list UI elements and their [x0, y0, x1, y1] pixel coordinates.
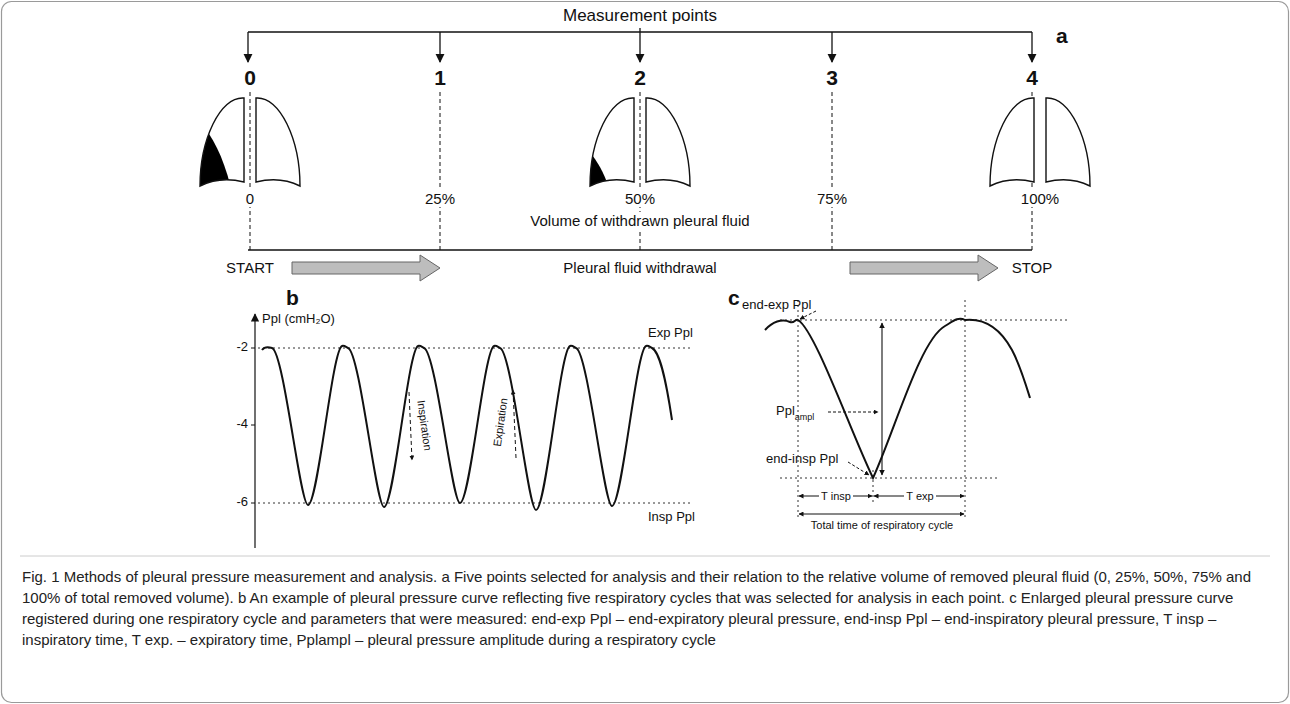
inspiration-arrow [409, 392, 412, 460]
progress-arrow [292, 255, 440, 281]
time-label: T insp [819, 490, 853, 503]
percent-label: 50% [623, 190, 657, 207]
reference-lines [780, 300, 1068, 520]
lung-shape [580, 142, 610, 195]
caption-divider [20, 556, 1270, 557]
progress-arrow [850, 255, 998, 281]
leader-line [800, 311, 816, 319]
pressure-axis [254, 314, 255, 548]
lung-shape [256, 98, 300, 186]
tick-label: -2 [236, 340, 248, 355]
point-number: 0 [244, 66, 256, 90]
reference-lines [258, 348, 690, 503]
percent-label: 0 [244, 190, 256, 207]
time-label: T exp [904, 490, 935, 503]
panel-letter: a [1056, 24, 1068, 48]
lung-shape [990, 98, 1034, 186]
tick-label: -6 [236, 495, 248, 510]
tick-label: -4 [236, 417, 248, 432]
percent-label: 75% [815, 190, 849, 207]
lung-shape [200, 98, 244, 186]
line-label: Insp Ppl [648, 510, 695, 525]
panel-letter: c [728, 286, 740, 310]
point-number: 4 [1026, 66, 1038, 90]
lung-shape [646, 98, 690, 186]
volume-axis [248, 249, 1032, 250]
percent-label: 100% [1019, 190, 1061, 207]
figure-heading: Measurement points [563, 6, 717, 26]
amplitude-arrow [881, 323, 882, 475]
measurement-bracket [248, 28, 1032, 62]
expiration-arrow [513, 390, 516, 458]
point-number: 1 [434, 66, 446, 90]
axis-title: Ppl (cmH₂O) [262, 312, 335, 327]
percent-label: 25% [423, 190, 457, 207]
line-label: Exp Ppl [648, 326, 693, 341]
point-number: 2 [634, 66, 646, 90]
single-cycle-curve [765, 319, 1030, 478]
figure-caption: Fig. 1 Methods of pleural pressure measu… [22, 566, 1268, 650]
time-label: Total time of respiratory cycle [811, 519, 953, 532]
lung-shape [190, 112, 232, 195]
lung-illustrations [190, 98, 1090, 195]
point-label: end-insp Ppl [766, 452, 838, 467]
phase-label: Inspiration [414, 397, 434, 453]
point-number: 3 [826, 66, 838, 90]
axis-ticks [251, 348, 255, 503]
lung-shape [1046, 98, 1090, 186]
process-label: Pleural fluid withdrawal [563, 259, 716, 276]
lung-shape [590, 98, 634, 186]
stop-label: STOP [1012, 259, 1053, 276]
leader-line [848, 462, 869, 475]
point-guides [250, 92, 1032, 250]
pressure-curve [262, 346, 672, 510]
lung-shape [990, 98, 1034, 186]
leader-line [828, 412, 878, 413]
start-label: START [226, 259, 274, 276]
phase-label: Expiration [490, 395, 510, 449]
panel-letter: b [286, 286, 299, 310]
subscript: ampl [795, 412, 815, 422]
point-label: end-exp Ppl [742, 298, 811, 313]
axis-title: Volume of withdrawn pleural fluid [528, 212, 751, 229]
time-arrow [799, 514, 964, 515]
amplitude-label: Ppl [776, 404, 795, 419]
